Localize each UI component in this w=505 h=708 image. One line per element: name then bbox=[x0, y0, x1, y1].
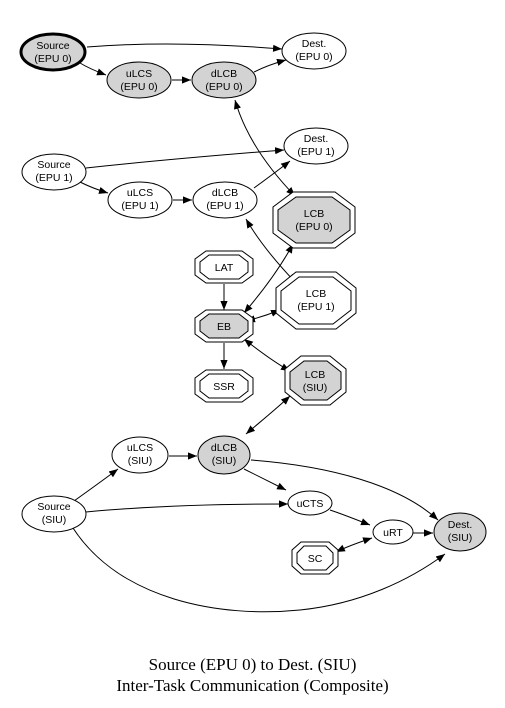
node-dlcb-siu-label-1: dLCB bbox=[211, 442, 237, 454]
node-source-siu-label-1: Source bbox=[37, 501, 70, 513]
node-dlcb-epu0-label-1: dLCB bbox=[211, 68, 237, 80]
node-lcb-siu: LCB (SIU) bbox=[284, 355, 347, 406]
node-dest-epu0-label-1: Dest. bbox=[302, 38, 327, 50]
node-urt-label: uRT bbox=[383, 527, 403, 539]
node-dlcb-siu-label-2: (SIU) bbox=[212, 455, 237, 467]
node-ulcs-siu-label-1: uLCS bbox=[127, 442, 153, 454]
node-lcb-epu0-label-1: LCB bbox=[304, 208, 324, 220]
node-lcb-epu1: LCB (EPU 1) bbox=[275, 271, 357, 330]
node-source-epu1-label-2: (EPU 1) bbox=[35, 172, 72, 184]
edge-eb-lcb-siu bbox=[243, 338, 291, 372]
edge-dlcb-siu-to-ucts bbox=[243, 468, 287, 491]
communication-graph: Source (EPU 0) Dest. (EPU 0) uLCS (EPU 0… bbox=[19, 32, 487, 613]
node-lat: LAT bbox=[194, 250, 254, 284]
node-source-epu0: Source (EPU 0) bbox=[19, 32, 87, 72]
edge-src-siu-to-dest-siu bbox=[72, 527, 446, 613]
edge-src-epu0-to-dest-epu0 bbox=[86, 43, 283, 52]
node-lat-label: LAT bbox=[215, 262, 234, 274]
node-dlcb-epu1-label-1: dLCB bbox=[212, 187, 238, 199]
node-dest-epu1-label-1: Dest. bbox=[304, 133, 329, 145]
node-lcb-siu-label-1: LCB bbox=[305, 369, 325, 381]
node-lcb-epu0: LCB (EPU 0) bbox=[272, 191, 356, 249]
node-ulcs-epu1: uLCS (EPU 1) bbox=[107, 181, 173, 219]
node-dest-epu1-label-2: (EPU 1) bbox=[297, 146, 334, 158]
node-ulcs-siu: uLCS (SIU) bbox=[111, 436, 169, 474]
node-dlcb-epu1-label-2: (EPU 1) bbox=[206, 200, 243, 212]
node-sc-label: SC bbox=[308, 553, 323, 565]
node-source-epu0-label-1: Source bbox=[36, 40, 69, 52]
edge-lcb-epu0-eb bbox=[243, 243, 294, 314]
node-ucts-label: uCTS bbox=[297, 498, 324, 510]
diagram-caption-subtitle: Inter-Task Communication (Composite) bbox=[116, 676, 389, 695]
nodes: Source (EPU 0) Dest. (EPU 0) uLCS (EPU 0… bbox=[19, 32, 487, 575]
edge-src-epu1-to-ulcs-epu1 bbox=[79, 181, 109, 194]
node-dest-siu-label-1: Dest. bbox=[448, 519, 473, 531]
node-lcb-epu1-label-1: LCB bbox=[306, 288, 326, 300]
node-eb: EB bbox=[194, 309, 254, 343]
diagram-caption-title: Source (EPU 0) to Dest. (SIU) bbox=[148, 655, 357, 674]
node-ulcs-epu0: uLCS (EPU 0) bbox=[106, 61, 172, 99]
node-ssr-label: SSR bbox=[213, 381, 235, 393]
node-dest-siu-label-2: (SIU) bbox=[448, 532, 473, 544]
node-urt: uRT bbox=[372, 519, 414, 545]
node-source-epu1: Source (EPU 1) bbox=[21, 153, 87, 191]
edge-dlcb-epu1-to-dest-epu1 bbox=[253, 160, 291, 189]
node-source-epu1-label-1: Source bbox=[37, 159, 70, 171]
node-dest-epu0: Dest. (EPU 0) bbox=[281, 32, 347, 70]
edge-ucts-to-urt bbox=[329, 509, 371, 526]
node-ulcs-epu1-label-1: uLCS bbox=[127, 187, 153, 199]
node-lcb-epu0-label-2: (EPU 0) bbox=[295, 221, 332, 233]
node-ulcs-epu0-label-2: (EPU 0) bbox=[120, 81, 157, 93]
edge-src-epu0-to-ulcs-epu0 bbox=[79, 62, 107, 76]
node-lcb-epu1-label-2: (EPU 1) bbox=[297, 301, 334, 313]
node-dlcb-siu: dLCB (SIU) bbox=[197, 435, 251, 475]
edge-src-siu-to-ulcs-siu bbox=[73, 468, 119, 502]
node-dest-epu1: Dest. (EPU 1) bbox=[283, 127, 349, 165]
edge-dlcb-siu-to-dest-siu bbox=[250, 459, 439, 521]
edge-lcb-siu-dlcb-siu bbox=[245, 395, 291, 435]
edge-sc-urt bbox=[335, 537, 373, 553]
node-ulcs-siu-label-2: (SIU) bbox=[128, 455, 153, 467]
node-source-siu: Source (SIU) bbox=[21, 495, 87, 533]
node-dlcb-epu0-label-2: (EPU 0) bbox=[205, 81, 242, 93]
node-source-siu-label-2: (SIU) bbox=[42, 514, 67, 526]
node-dlcb-epu0: dLCB (EPU 0) bbox=[191, 61, 257, 99]
node-source-epu0-label-2: (EPU 0) bbox=[34, 53, 71, 65]
node-ssr: SSR bbox=[194, 369, 254, 403]
node-ucts: uCTS bbox=[287, 490, 333, 516]
edge-src-epu1-to-dest-epu1 bbox=[85, 147, 285, 169]
node-ulcs-epu1-label-2: (EPU 1) bbox=[121, 200, 158, 212]
edge-dlcb-epu0-to-dest-epu0 bbox=[253, 58, 287, 73]
node-dest-siu: Dest. (SIU) bbox=[433, 512, 487, 552]
node-eb-label: EB bbox=[217, 321, 231, 333]
edge-src-siu-to-ucts bbox=[85, 500, 289, 513]
node-dlcb-epu1: dLCB (EPU 1) bbox=[192, 181, 258, 219]
edge-dlcb-epu0-lcb-epu0 bbox=[234, 99, 296, 197]
node-lcb-siu-label-2: (SIU) bbox=[303, 382, 328, 394]
node-ulcs-epu0-label-1: uLCS bbox=[126, 68, 152, 80]
node-dest-epu0-label-2: (EPU 0) bbox=[295, 51, 332, 63]
node-sc: SC bbox=[291, 541, 339, 575]
